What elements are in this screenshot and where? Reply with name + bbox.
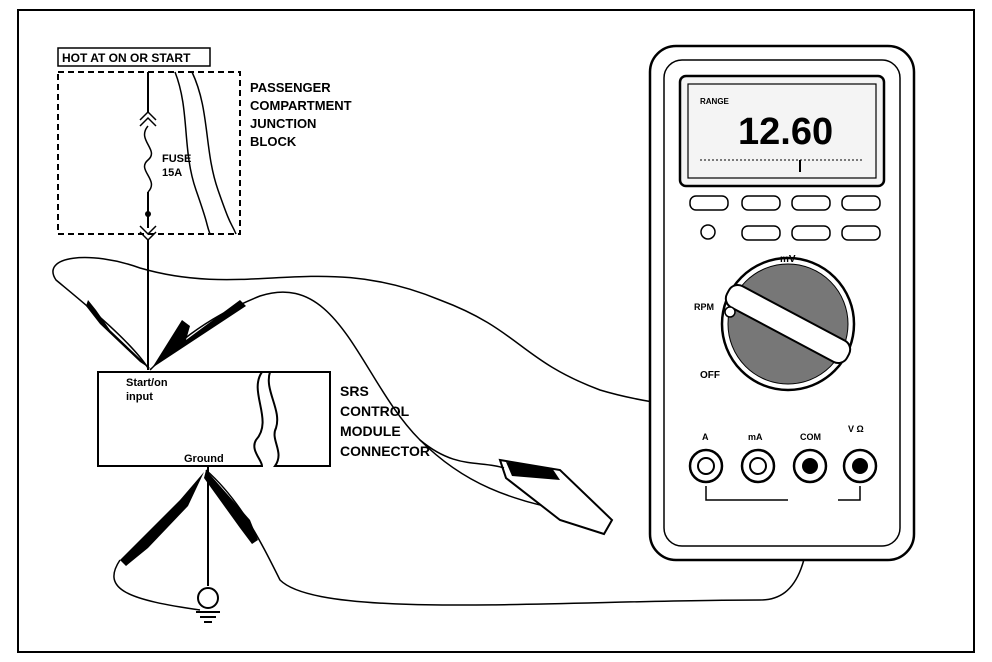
meter-round-button[interactable] [700,224,716,240]
hot-at-text: HOT AT ON OR START [62,51,191,65]
srs-connector: Start/on input Ground SRS CONTROL MODULE… [97,371,430,467]
dial-rpm-label: RPM [694,302,714,312]
start-pin-label-2: input [126,391,153,403]
meter-button-4[interactable] [841,195,881,211]
meter-button-5[interactable] [741,225,781,241]
module-line-3: MODULE [340,423,401,439]
junction-line-3: JUNCTION [250,116,316,131]
jack-label-ma: mA [748,432,763,442]
rotary-dial[interactable]: OFF mV RPM [694,254,856,392]
junction-line-4: BLOCK [250,134,297,149]
bottom-buttons [700,224,881,241]
fuse-label: FUSE [162,153,191,165]
hot-at-label: HOT AT ON OR START [57,47,211,67]
jack-label-v: V Ω [848,424,864,434]
test-leads [52,256,861,611]
meter-button-1[interactable] [689,195,729,211]
dial-off-label: OFF [700,370,720,381]
range-label: RANGE [700,97,730,106]
junction-block: PASSENGER COMPARTMENT JUNCTION BLOCK [57,71,352,235]
dial-top-label: mV [780,254,796,265]
input-jacks: A mA COM V Ω [688,424,878,501]
start-pin-label: Start/on [126,377,168,389]
lcd-display [678,74,886,188]
fuse-circuit: FUSE 15A [139,72,191,370]
display-reading: 12.60 [738,111,833,153]
jack-label-a: A [702,432,709,442]
top-buttons [689,195,881,211]
figure-frame [17,9,975,653]
multimeter: RANGE 12.60 OFF mV RPM [648,44,916,562]
junction-line-2: COMPARTMENT [250,98,352,113]
fuse-rating: 15A [162,167,182,179]
meter-button-3[interactable] [791,195,831,211]
meter-button-6[interactable] [791,225,831,241]
ground-circuit [196,466,220,623]
module-line-4: CONNECTOR [340,443,430,459]
ground-pin-label: Ground [184,453,224,465]
jack-label-com: COM [800,432,821,442]
module-line-1: SRS [340,383,369,399]
junction-line-1: PASSENGER [250,80,331,95]
meter-button-2[interactable] [741,195,781,211]
meter-button-7[interactable] [841,225,881,241]
